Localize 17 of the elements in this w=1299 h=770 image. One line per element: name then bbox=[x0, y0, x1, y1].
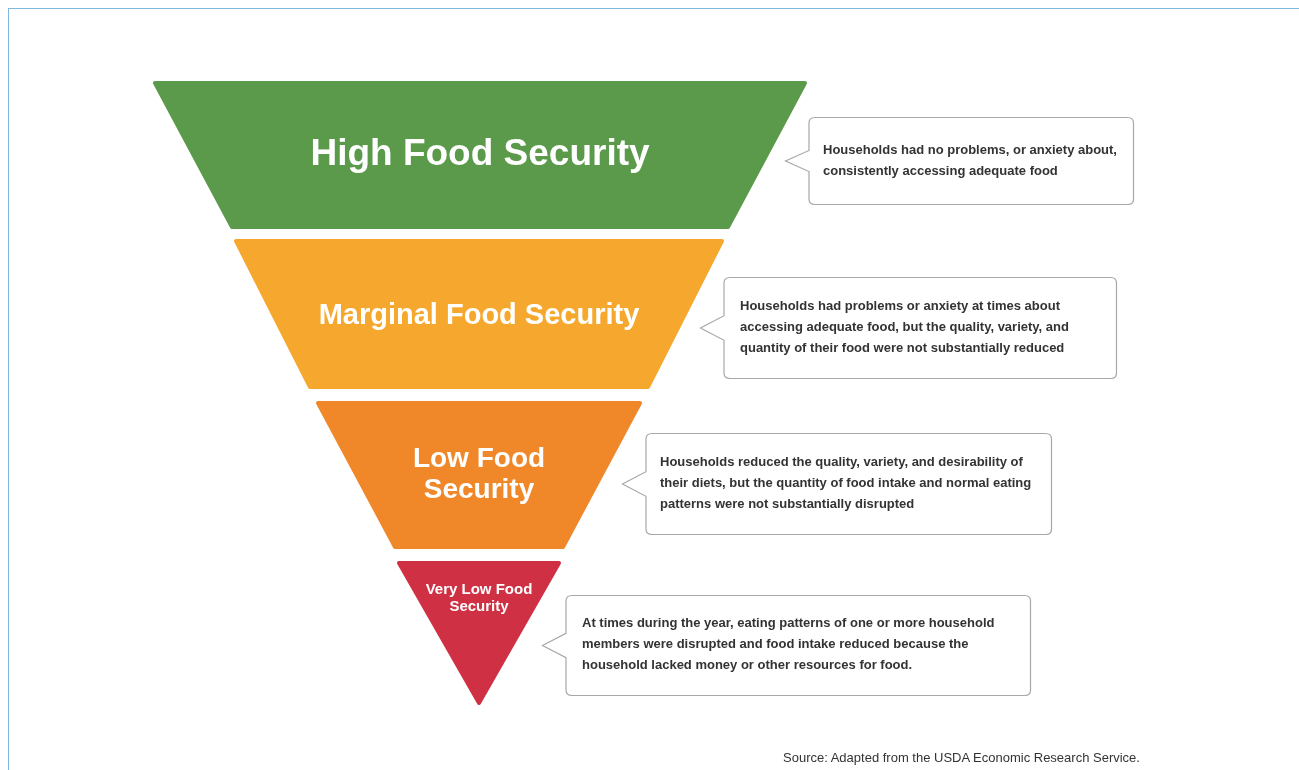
description-text: Households reduced the quality, variety, and desirability of their diets, but the quantity of food intake and normal eating patterns were not substantially disrupted bbox=[660, 453, 1033, 513]
source-caption: Source: Adapted from the USDA Economic Research Service. bbox=[783, 750, 1140, 765]
description-text: At times during the year, eating patterns of one or more household members were disrupted and food intake reduced because the household lacked money or other resources for food. bbox=[582, 614, 996, 674]
trapezoid-band bbox=[155, 83, 805, 227]
callout-box bbox=[542, 595, 1031, 696]
description-text: Households had problems or anxiety at times about accessing adequate food, but the quality, variety, and quantity of their food were not substantially reduced bbox=[740, 297, 1070, 357]
callout-box bbox=[622, 433, 1052, 535]
description-text: Households had no problems, or anxiety about, consistently accessing adequate food bbox=[823, 141, 1118, 180]
tier-label: Low Food Security bbox=[411, 443, 547, 505]
tier-label: Marginal Food Security bbox=[317, 299, 641, 331]
callout-box bbox=[700, 277, 1117, 379]
trapezoid-band bbox=[399, 563, 559, 703]
callout-box bbox=[785, 117, 1134, 205]
tier-label: High Food Security bbox=[309, 133, 651, 174]
trapezoid-band bbox=[236, 241, 722, 387]
trapezoid-band bbox=[318, 403, 640, 547]
tier-label: Very Low Food Security bbox=[424, 581, 534, 614]
